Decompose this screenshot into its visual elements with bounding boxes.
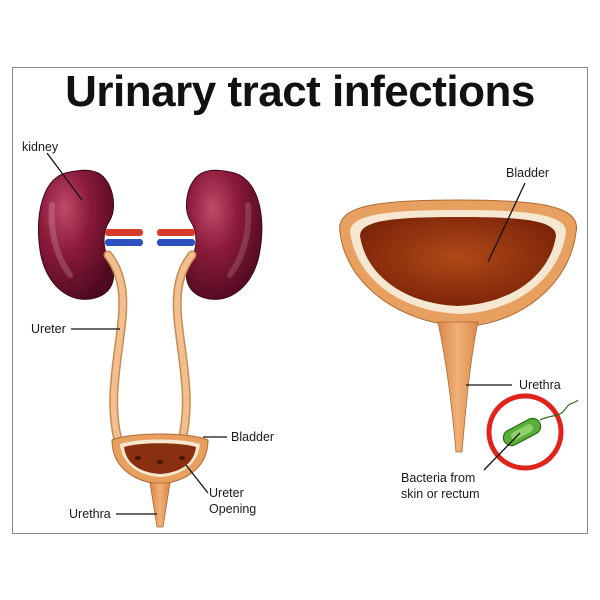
ureters	[103, 250, 197, 445]
label-ureter: Ureter	[31, 322, 66, 336]
label-bacteria-1: Bacteria from	[401, 471, 476, 485]
leader-lines	[46, 152, 526, 515]
label-kidney: kidney	[22, 140, 59, 154]
label-urethra-large: Urethra	[519, 378, 561, 392]
bacteria-icon	[486, 393, 579, 471]
label-bladder-large: Bladder	[506, 166, 550, 180]
small-bladder-icon	[111, 433, 209, 528]
page-title: Urinary tract infections	[65, 67, 535, 116]
label-urethra-small: Urethra	[69, 507, 111, 521]
right-kidney-icon	[186, 169, 263, 300]
large-bladder-icon	[339, 199, 577, 453]
left-kidney-icon	[38, 169, 114, 300]
label-bacteria-2: skin or rectum	[401, 487, 480, 501]
figure-frame	[12, 67, 588, 534]
label-ureter-opening-2: Opening	[209, 502, 257, 516]
left-blood-vessels	[105, 229, 143, 246]
right-blood-vessels	[157, 229, 195, 246]
label-bladder-small: Bladder	[231, 430, 275, 444]
label-ureter-opening-1: Ureter	[209, 486, 244, 500]
